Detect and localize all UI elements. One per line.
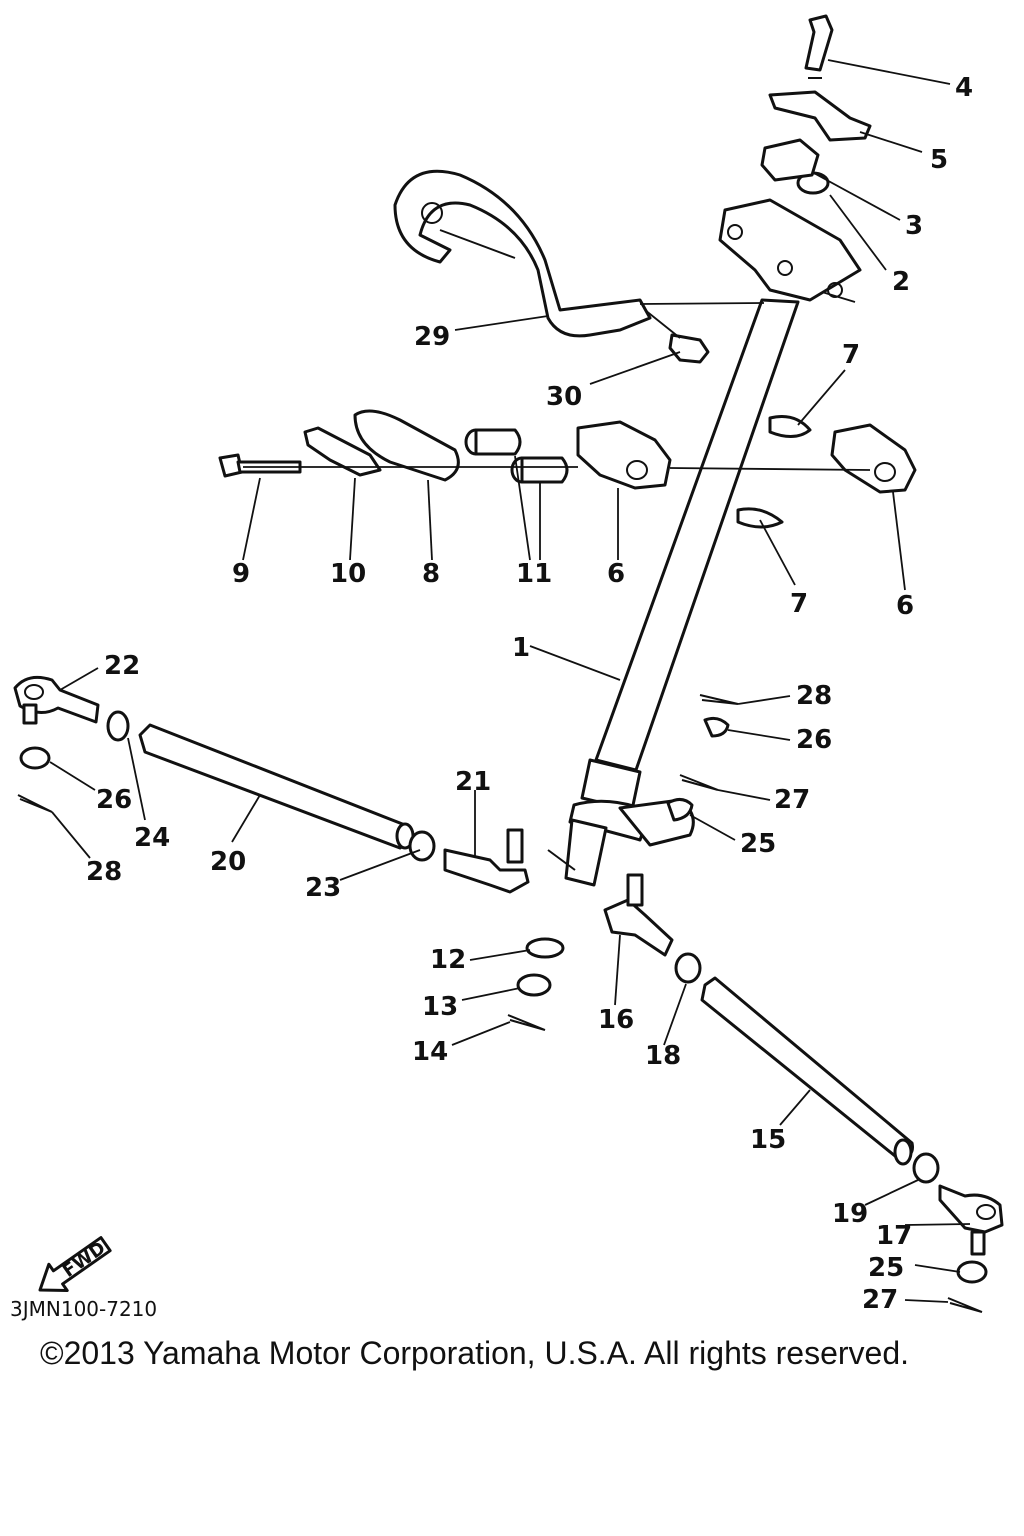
fwd-arrow-icon: FWD <box>38 1236 112 1292</box>
callout-19: 19 <box>832 1199 868 1229</box>
callout-6-right: 6 <box>896 591 914 621</box>
callout-23: 23 <box>305 873 341 903</box>
left-tie-rod-assembly <box>13 675 530 894</box>
callout-20: 20 <box>210 847 246 877</box>
callout-12: 12 <box>430 945 466 975</box>
callout-15: 15 <box>750 1125 786 1155</box>
upper-holder-assembly <box>718 14 872 302</box>
leader-lines <box>49 59 971 1303</box>
bracket-assembly <box>393 169 856 364</box>
callout-5: 5 <box>930 145 948 175</box>
callout-7-bottom: 7 <box>790 589 808 619</box>
callout-13: 13 <box>422 992 458 1022</box>
callout-2: 2 <box>892 267 910 297</box>
callout-27-lower: 27 <box>862 1285 898 1315</box>
callout-18: 18 <box>645 1041 681 1071</box>
callout-1: 1 <box>512 633 530 663</box>
callout-26-right: 26 <box>796 725 832 755</box>
callout-22: 22 <box>104 651 140 681</box>
callout-11: 11 <box>516 559 552 589</box>
right-tie-rod-assembly <box>603 694 1004 1313</box>
callout-24: 24 <box>134 823 170 853</box>
callout-29: 29 <box>414 322 450 352</box>
callout-16: 16 <box>598 1005 634 1035</box>
callout-4: 4 <box>955 73 973 103</box>
callout-21: 21 <box>455 767 491 797</box>
callout-28-right: 28 <box>796 681 832 711</box>
callout-8: 8 <box>422 559 440 589</box>
callout-30: 30 <box>546 382 582 412</box>
callout-26-left: 26 <box>96 785 132 815</box>
callout-27-upper: 27 <box>774 785 810 815</box>
steering-shaft <box>547 298 800 887</box>
callout-17: 17 <box>876 1221 912 1251</box>
callout-25-upper: 25 <box>740 829 776 859</box>
callout-6-left: 6 <box>607 559 625 589</box>
hardware-group <box>507 937 565 1031</box>
copyright-notice: ©2013 Yamaha Motor Corporation, U.S.A. A… <box>40 1335 909 1371</box>
callout-28-left: 28 <box>86 857 122 887</box>
callout-labels: 4 5 3 2 29 30 7 9 10 8 11 6 7 6 1 22 28 … <box>86 73 973 1315</box>
callout-10: 10 <box>330 559 366 589</box>
fwd-label: FWD <box>59 1238 110 1282</box>
callout-14: 14 <box>412 1037 448 1067</box>
lower-holder-assembly <box>218 409 917 529</box>
callout-25-lower: 25 <box>868 1253 904 1283</box>
callout-9: 9 <box>232 559 250 589</box>
diagram-code: 3JMN100-7210 <box>10 1297 157 1321</box>
callout-7-top: 7 <box>842 340 860 370</box>
callout-3: 3 <box>905 211 923 241</box>
